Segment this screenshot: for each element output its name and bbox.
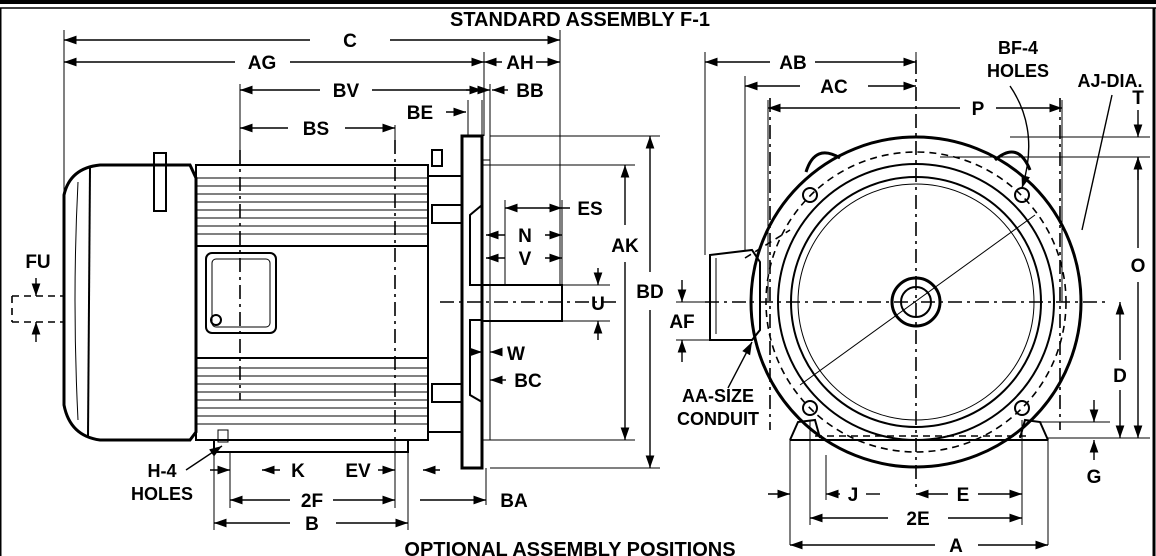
label-W: W — [507, 344, 525, 365]
label-BV: BV — [333, 81, 360, 102]
label-AH: AH — [506, 53, 533, 74]
label-A: A — [949, 536, 963, 556]
title-bottom: OPTIONAL ASSEMBLY POSITIONS — [404, 539, 735, 556]
label-E: E — [957, 485, 970, 506]
label-U: U — [591, 294, 605, 315]
label-ES: ES — [577, 199, 602, 220]
label-2F: 2F — [301, 491, 323, 512]
cooling-fins — [196, 177, 428, 425]
motor-side-view — [11, 134, 620, 470]
label-BD: BD — [636, 282, 663, 303]
label-AJ: AJ-DIA. — [1077, 71, 1142, 91]
label-G: G — [1087, 467, 1102, 488]
label-BA: BA — [500, 491, 528, 512]
label-BS: BS — [303, 119, 329, 140]
label-C: C — [343, 31, 357, 52]
label-BB: BB — [516, 81, 543, 102]
label-EV: EV — [345, 461, 371, 482]
label-AK: AK — [611, 236, 639, 257]
motor-front-view — [705, 60, 1105, 490]
label-AA-conduit: CONDUIT — [677, 409, 759, 429]
label-BE: BE — [407, 103, 433, 124]
label-T: T — [1132, 88, 1144, 109]
label-BF4-holes: HOLES — [987, 61, 1049, 81]
side-dimensions — [31, 30, 660, 530]
label-P: P — [972, 99, 985, 120]
label-AC: AC — [820, 77, 848, 98]
label-AG: AG — [248, 53, 277, 74]
front-dimensions — [676, 52, 1150, 550]
label-D: D — [1113, 366, 1127, 387]
label-BC: BC — [514, 371, 542, 392]
label-J: J — [848, 485, 859, 506]
label-O: O — [1131, 256, 1146, 277]
label-AF: AF — [669, 312, 694, 333]
label-B: B — [305, 514, 319, 535]
label-V: V — [519, 249, 532, 270]
label-N: N — [518, 226, 532, 247]
label-K: K — [291, 461, 305, 482]
label-2E: 2E — [906, 509, 929, 530]
label-FU: FU — [25, 252, 50, 273]
label-AB: AB — [779, 53, 806, 74]
label-H4-holes: HOLES — [131, 484, 193, 504]
label-AA: AA-SIZE — [682, 386, 754, 406]
label-BF4: BF-4 — [998, 38, 1038, 58]
title-top: STANDARD ASSEMBLY F-1 — [450, 9, 710, 31]
labels: STANDARD ASSEMBLY F-1 OPTIONAL ASSEMBLY … — [25, 9, 1145, 556]
label-H4: H-4 — [147, 461, 176, 481]
